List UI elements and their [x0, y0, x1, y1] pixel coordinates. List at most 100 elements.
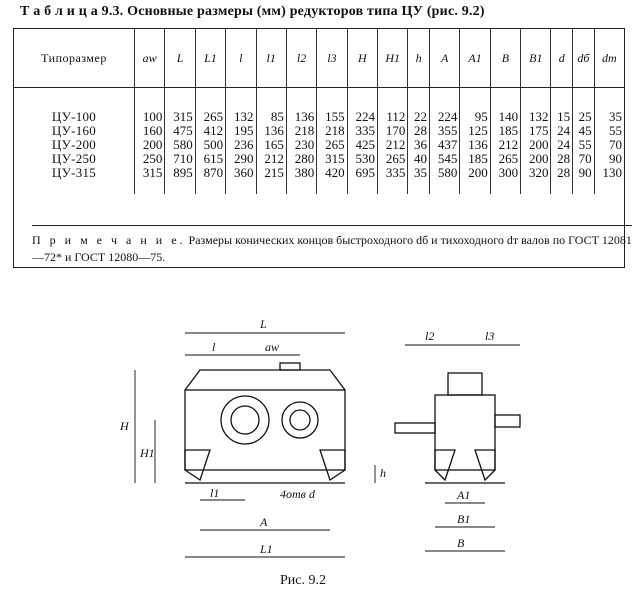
header-B1: B1: [520, 29, 552, 88]
cell-value: 265: [377, 152, 409, 166]
cell-value: 580: [164, 138, 196, 152]
cell-value: 265: [316, 138, 348, 152]
cell-value: 195: [225, 124, 257, 138]
cell-value: 136: [459, 138, 491, 152]
shaft-bore-right: [289, 409, 311, 431]
cell-value: 85: [256, 110, 287, 124]
cell-value: 136: [286, 110, 318, 124]
cell-value: 215: [256, 166, 287, 194]
note-text: Размеры конических концов быстроходного …: [32, 233, 632, 264]
cell-value: 36: [407, 138, 430, 152]
cell-value: 70: [572, 152, 595, 166]
cell-value: 230: [286, 138, 318, 152]
cell-value: 25: [572, 110, 595, 124]
header-h: h: [407, 29, 430, 88]
cell-value: 40: [407, 152, 430, 166]
figure-caption: Рис. 9.2: [280, 573, 326, 588]
label-h: h: [380, 466, 386, 480]
cell-value: 45: [572, 124, 595, 138]
cell-value: 70: [609, 137, 622, 152]
foot-right: [319, 449, 346, 482]
housing-front-top: [184, 369, 346, 391]
cell-value: 315: [316, 152, 348, 166]
note-label: П р и м е ч а н и е.: [32, 233, 186, 247]
housing-front-body: [184, 389, 346, 471]
cell-value: 175: [520, 124, 552, 138]
label-l2: l2: [425, 329, 434, 343]
gear-housing-right: [281, 401, 319, 439]
cell-value: 170: [377, 124, 409, 138]
cell-value: 695: [347, 166, 379, 194]
cell-value: 28: [407, 124, 430, 138]
shaft-bore-left: [230, 405, 260, 435]
output-shaft: [494, 414, 521, 428]
cell-value: 265: [490, 152, 522, 166]
label-B: B: [457, 536, 465, 550]
cell-value: 24: [550, 124, 574, 138]
cell-value: 710: [164, 152, 196, 166]
inspection-cover: [279, 362, 301, 371]
label-l: l: [212, 340, 216, 354]
header-H1: H1: [377, 29, 409, 88]
header-l3: l3: [316, 29, 348, 88]
header-A: A: [429, 29, 461, 88]
cell-value: 155: [316, 110, 348, 124]
header-l: l: [225, 29, 257, 88]
header-type: Типоразмер: [14, 29, 135, 88]
cell-value: 300: [490, 166, 522, 194]
header-L: L: [164, 29, 196, 88]
cell-value: 335: [347, 124, 379, 138]
cell-value: 28: [550, 166, 574, 194]
label-L1: L1: [259, 542, 273, 556]
cell-value: 290: [225, 152, 257, 166]
cell-value: 250: [134, 152, 166, 166]
cell-type: ЦУ-160: [14, 124, 135, 138]
cell-value: 200: [520, 152, 552, 166]
cell-value: 22: [407, 110, 430, 124]
header-l2: l2: [286, 29, 318, 88]
cell-value: 132: [225, 110, 257, 124]
table-spacer-row: [14, 87, 624, 110]
header-B: B: [490, 29, 522, 88]
cell-value: 580: [429, 166, 461, 194]
cell-value: 224: [347, 110, 379, 124]
label-H: H: [119, 419, 130, 433]
side-foot-left: [434, 449, 456, 482]
label-B1: B1: [457, 512, 470, 526]
cell-value: 870: [195, 166, 227, 194]
cell-value: 112: [377, 110, 409, 124]
cell-value: 380: [286, 166, 318, 194]
cell-value: 218: [286, 124, 318, 138]
label-aw: aw: [265, 340, 279, 354]
cell-value: 615: [195, 152, 227, 166]
header-A1: A1: [459, 29, 491, 88]
cell-value: 55: [572, 138, 595, 152]
cell-type: ЦУ-315: [14, 166, 135, 194]
cell-value: 55: [609, 123, 622, 138]
cell-value: 355: [429, 124, 461, 138]
cell-value: 530: [347, 152, 379, 166]
cell-value: 212: [490, 138, 522, 152]
cell-value: 335: [377, 166, 409, 194]
gear-housing-left: [220, 395, 270, 445]
cell-value: 100: [134, 110, 166, 124]
cell-value: 15: [550, 110, 574, 124]
cell-value: 320: [520, 166, 552, 194]
cell-value: 185: [459, 152, 491, 166]
header-L1: L1: [195, 29, 227, 88]
cell-value: 412: [195, 124, 227, 138]
cell-type: ЦУ-200: [14, 138, 135, 152]
cell-value: 160: [134, 124, 166, 138]
cell-value: 420: [316, 166, 348, 194]
cell-value: 24: [550, 138, 574, 152]
header-d: d: [550, 29, 574, 88]
cell-value: 140: [490, 110, 522, 124]
cell-type: ЦУ-100: [14, 110, 135, 124]
table-note: П р и м е ч а н и е. Размеры конических …: [32, 225, 632, 266]
cell-value: 265: [195, 110, 227, 124]
